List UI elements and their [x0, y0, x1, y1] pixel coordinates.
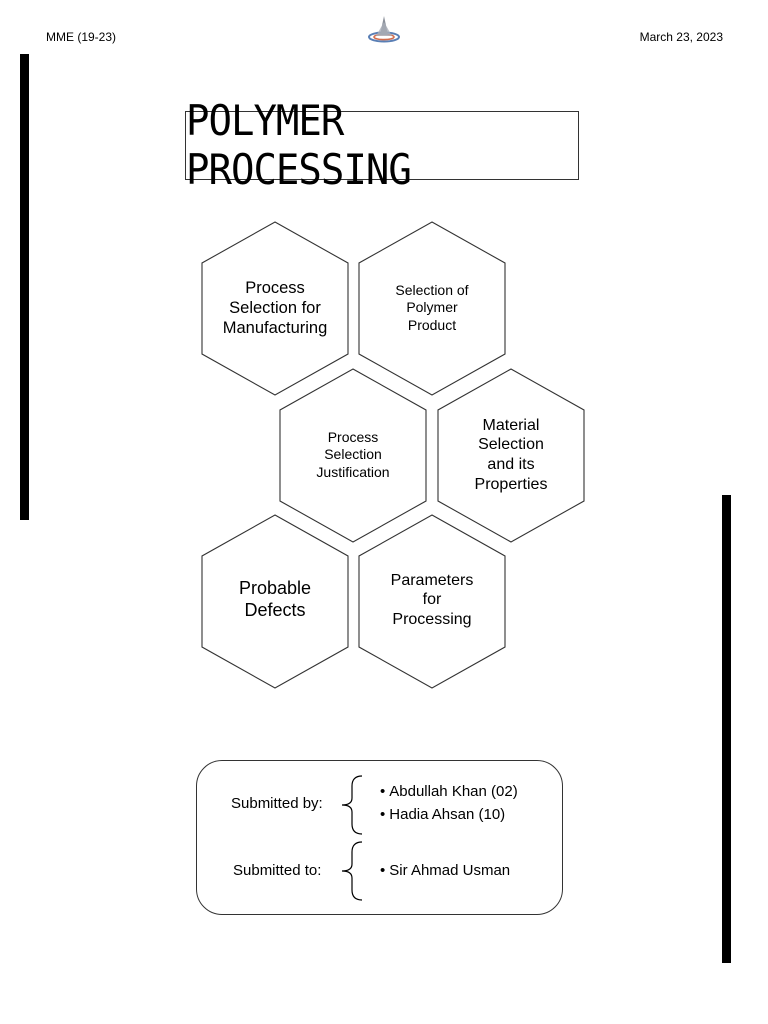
submitted-to-name-1: Sir Ahmad Usman [380, 862, 510, 879]
submitted-by-name-2: Hadia Ahsan (10) [380, 806, 505, 823]
submitted-by-label: Submitted by: [231, 795, 323, 812]
hexagon-shape-5 [201, 514, 349, 689]
page-title: POLYMER PROCESSING [186, 96, 412, 195]
hexagon-shape-1 [201, 221, 349, 396]
hexagon-material-selection-properties: Material Selection and its Properties [474, 416, 548, 493]
header-course-code: MME (19-23) [46, 30, 117, 44]
hexagon-shape-3 [279, 368, 427, 543]
hexagon-process-selection-justification: Process Selection Justification [316, 429, 390, 480]
submission-box [196, 760, 563, 915]
hexagon-parameters-processing: Parameters for Processing [390, 571, 474, 628]
brace-icon [341, 841, 363, 901]
title-box: POLYMER PROCESSING [185, 97, 579, 194]
right-decorative-bar [722, 495, 731, 963]
hexagon-selection-polymer-product: Selection of Polymer Product [395, 282, 469, 333]
brace-icon [341, 775, 363, 835]
submitted-by-name-1: Abdullah Khan (02) [380, 783, 517, 800]
submitted-to-label: Submitted to: [233, 862, 322, 879]
university-emblem-icon [368, 16, 400, 43]
left-decorative-bar [20, 54, 29, 520]
hexagon-shape-6 [358, 514, 506, 689]
hexagon-shape-4 [437, 368, 585, 543]
header-date: March 23, 2023 [639, 30, 723, 44]
hexagon-probable-defects: Probable Defects [238, 578, 312, 620]
hexagon-process-selection-manufacturing: Process Selection for Manufacturing [222, 278, 328, 338]
hexagon-shape-2 [358, 221, 506, 396]
